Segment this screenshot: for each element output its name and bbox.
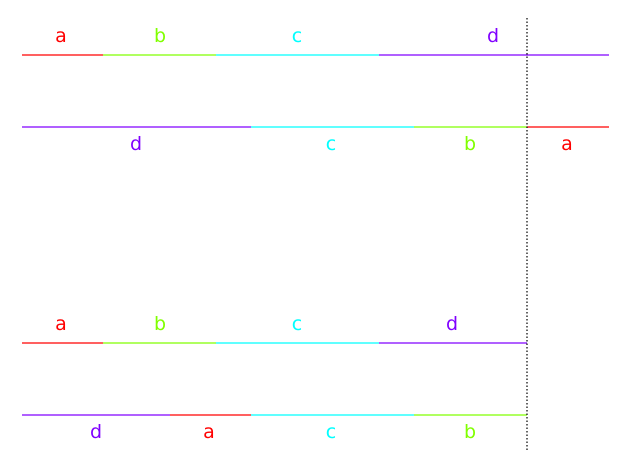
segment-label: d	[487, 25, 499, 47]
segment-label: d	[90, 421, 102, 443]
segment-label: d	[446, 313, 458, 335]
segment-label: b	[154, 313, 166, 335]
segment-label: a	[203, 421, 215, 443]
segment-row: a b c d	[22, 313, 527, 344]
rows-layer: a b c d d c b a a b c d d a c b	[22, 25, 609, 443]
segment-label: a	[55, 313, 67, 335]
segment-label: c	[292, 313, 302, 335]
segment-label: c	[326, 133, 336, 155]
segment-label: c	[326, 421, 336, 443]
segment-label: b	[464, 421, 476, 443]
segment-label: a	[561, 133, 573, 155]
segment-label: b	[464, 133, 476, 155]
segment-label: a	[55, 25, 67, 47]
segment-label: c	[292, 25, 302, 47]
segment-label: b	[154, 25, 166, 47]
segment-row: a b c d	[22, 25, 609, 56]
segment-label: d	[130, 133, 142, 155]
